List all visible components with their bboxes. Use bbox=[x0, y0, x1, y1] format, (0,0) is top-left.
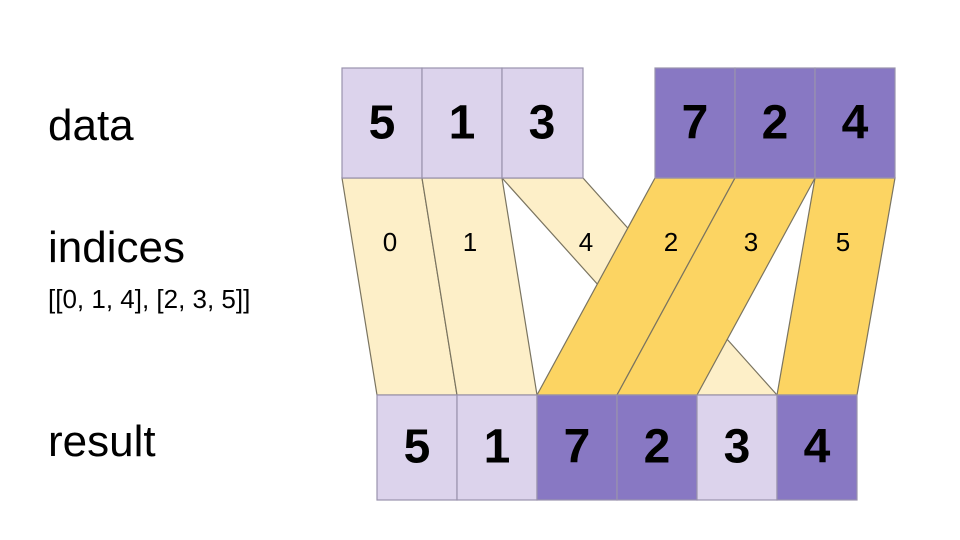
data-cell-2 bbox=[501, 67, 584, 179]
data-cell-1-value: 1 bbox=[449, 97, 476, 150]
ribbon-layer bbox=[341, 177, 896, 396]
result-cell-1-value: 1 bbox=[484, 421, 511, 474]
result-cell-0-value: 5 bbox=[404, 421, 431, 474]
result-cell-1 bbox=[456, 394, 538, 501]
data-cell-3-value: 7 bbox=[682, 97, 709, 150]
data-cell-5-value: 4 bbox=[842, 97, 869, 150]
result-cell-2-value: 7 bbox=[564, 421, 591, 474]
indices-number-layer: 0 1 4 2 3 5 bbox=[383, 227, 850, 257]
row-label-layer: data indices [[0, 1, 4], [2, 3, 5]] resu… bbox=[48, 101, 250, 466]
index-label-3: 3 bbox=[744, 227, 758, 257]
data-cell-3 bbox=[654, 67, 736, 179]
index-label-5: 5 bbox=[836, 227, 850, 257]
data-cell-1 bbox=[421, 67, 503, 179]
index-label-1: 1 bbox=[463, 227, 477, 257]
result-cell-3-value: 2 bbox=[644, 421, 671, 474]
result-cell-5-value: 4 bbox=[804, 421, 831, 474]
data-row: 5 1 3 7 2 4 bbox=[341, 67, 896, 179]
data-cell-2-value: 3 bbox=[529, 97, 556, 150]
label-result: result bbox=[48, 417, 156, 466]
result-cell-5 bbox=[776, 394, 858, 501]
result-cell-4-value: 3 bbox=[724, 421, 751, 474]
data-cell-5 bbox=[814, 67, 896, 179]
result-row: 5 1 7 2 3 4 bbox=[376, 394, 858, 501]
label-indices: indices bbox=[48, 223, 185, 272]
label-indices-expression: [[0, 1, 4], [2, 3, 5]] bbox=[48, 284, 250, 314]
label-data: data bbox=[48, 101, 134, 150]
result-cell-2 bbox=[536, 394, 618, 501]
index-label-0: 0 bbox=[383, 227, 397, 257]
index-label-4: 4 bbox=[579, 227, 593, 257]
index-label-2: 2 bbox=[664, 227, 678, 257]
data-cell-0-value: 5 bbox=[369, 97, 396, 150]
data-cell-4-value: 2 bbox=[762, 97, 789, 150]
data-cell-4 bbox=[734, 67, 816, 179]
